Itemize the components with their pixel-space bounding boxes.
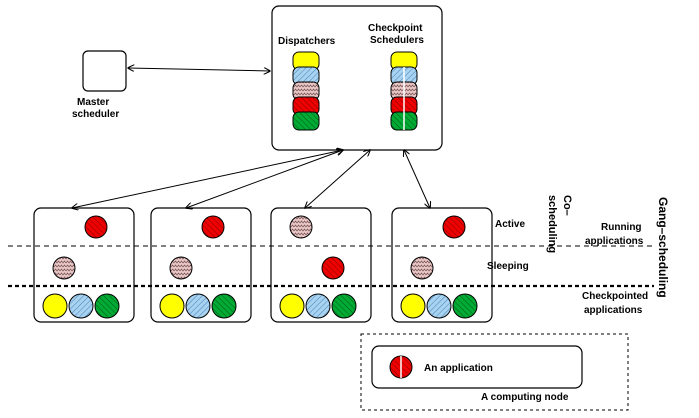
node-2-checkpointed-app-yellow: [159, 293, 185, 319]
dispatchers-label: Dispatchers: [278, 36, 336, 47]
node-3-active-app: [289, 215, 313, 239]
checkpointed-applications-label-2: applications: [584, 305, 643, 316]
node-4-active-app: [442, 215, 466, 239]
computing-nodes: [33, 207, 493, 323]
arrow-to-node-4: [404, 150, 430, 208]
node-4-checkpointed-app-green: [452, 293, 478, 319]
master-to-central-arrow: [128, 68, 270, 71]
co-scheduling-label-2: scheduling: [546, 195, 558, 253]
checkpointed-applications-label: Checkpointed: [582, 291, 648, 302]
checkpoint-stack: [390, 51, 418, 131]
computing-node-4: [391, 207, 493, 323]
legend-computing-node-label: A computing node: [481, 392, 569, 403]
checkpoint-schedulers-label: Checkpoint: [368, 23, 423, 34]
legend-node-box: [371, 345, 583, 389]
node-1-checkpointed-app-yellow: [42, 293, 68, 319]
arrow-to-node-3: [305, 150, 370, 208]
running-applications-label: Running: [601, 222, 642, 233]
sleeping-label: Sleeping: [487, 261, 529, 272]
dispatcher-stack-segment-green: [292, 111, 320, 131]
node-2-active-app: [201, 215, 225, 239]
master-scheduler-box: [82, 50, 127, 92]
checkpoint-schedulers-label-2: Schedulers: [370, 35, 424, 46]
node-4-checkpointed-app-yellow: [400, 293, 426, 319]
node-3-sleeping-app: [321, 256, 345, 280]
co-scheduling-label: Co–: [561, 195, 573, 216]
node-2-checkpointed-app-blue: [185, 293, 211, 319]
node-3-checkpointed-app-yellow: [279, 293, 305, 319]
node-2-checkpointed-app-green: [211, 293, 237, 319]
legend-frame: [360, 333, 629, 411]
master-scheduler-label: Master: [77, 97, 109, 108]
node-4-checkpointed-app-blue: [426, 293, 452, 319]
legend-application-icon: [389, 355, 413, 379]
running-applications-label-2: applications: [585, 236, 644, 247]
node-1-sleeping-app: [52, 256, 76, 280]
master-scheduler-label-2: scheduler: [72, 109, 119, 120]
node-1-checkpointed-app-green: [94, 293, 120, 319]
node-3-checkpointed-app-blue: [305, 293, 331, 319]
active-label: Active: [495, 219, 525, 230]
legend-application-label: An application: [424, 363, 493, 374]
dispatcher-stack: [292, 51, 320, 131]
gang-scheduling-label: Gang–scheduling: [656, 197, 670, 298]
node-1-checkpointed-app-blue: [68, 293, 94, 319]
node-2-sleeping-app: [169, 256, 193, 280]
node-3-checkpointed-app-green: [331, 293, 357, 319]
node-4-sleeping-app: [410, 256, 434, 280]
node-1-active-app: [84, 215, 108, 239]
arrow-to-node-1: [72, 150, 343, 208]
